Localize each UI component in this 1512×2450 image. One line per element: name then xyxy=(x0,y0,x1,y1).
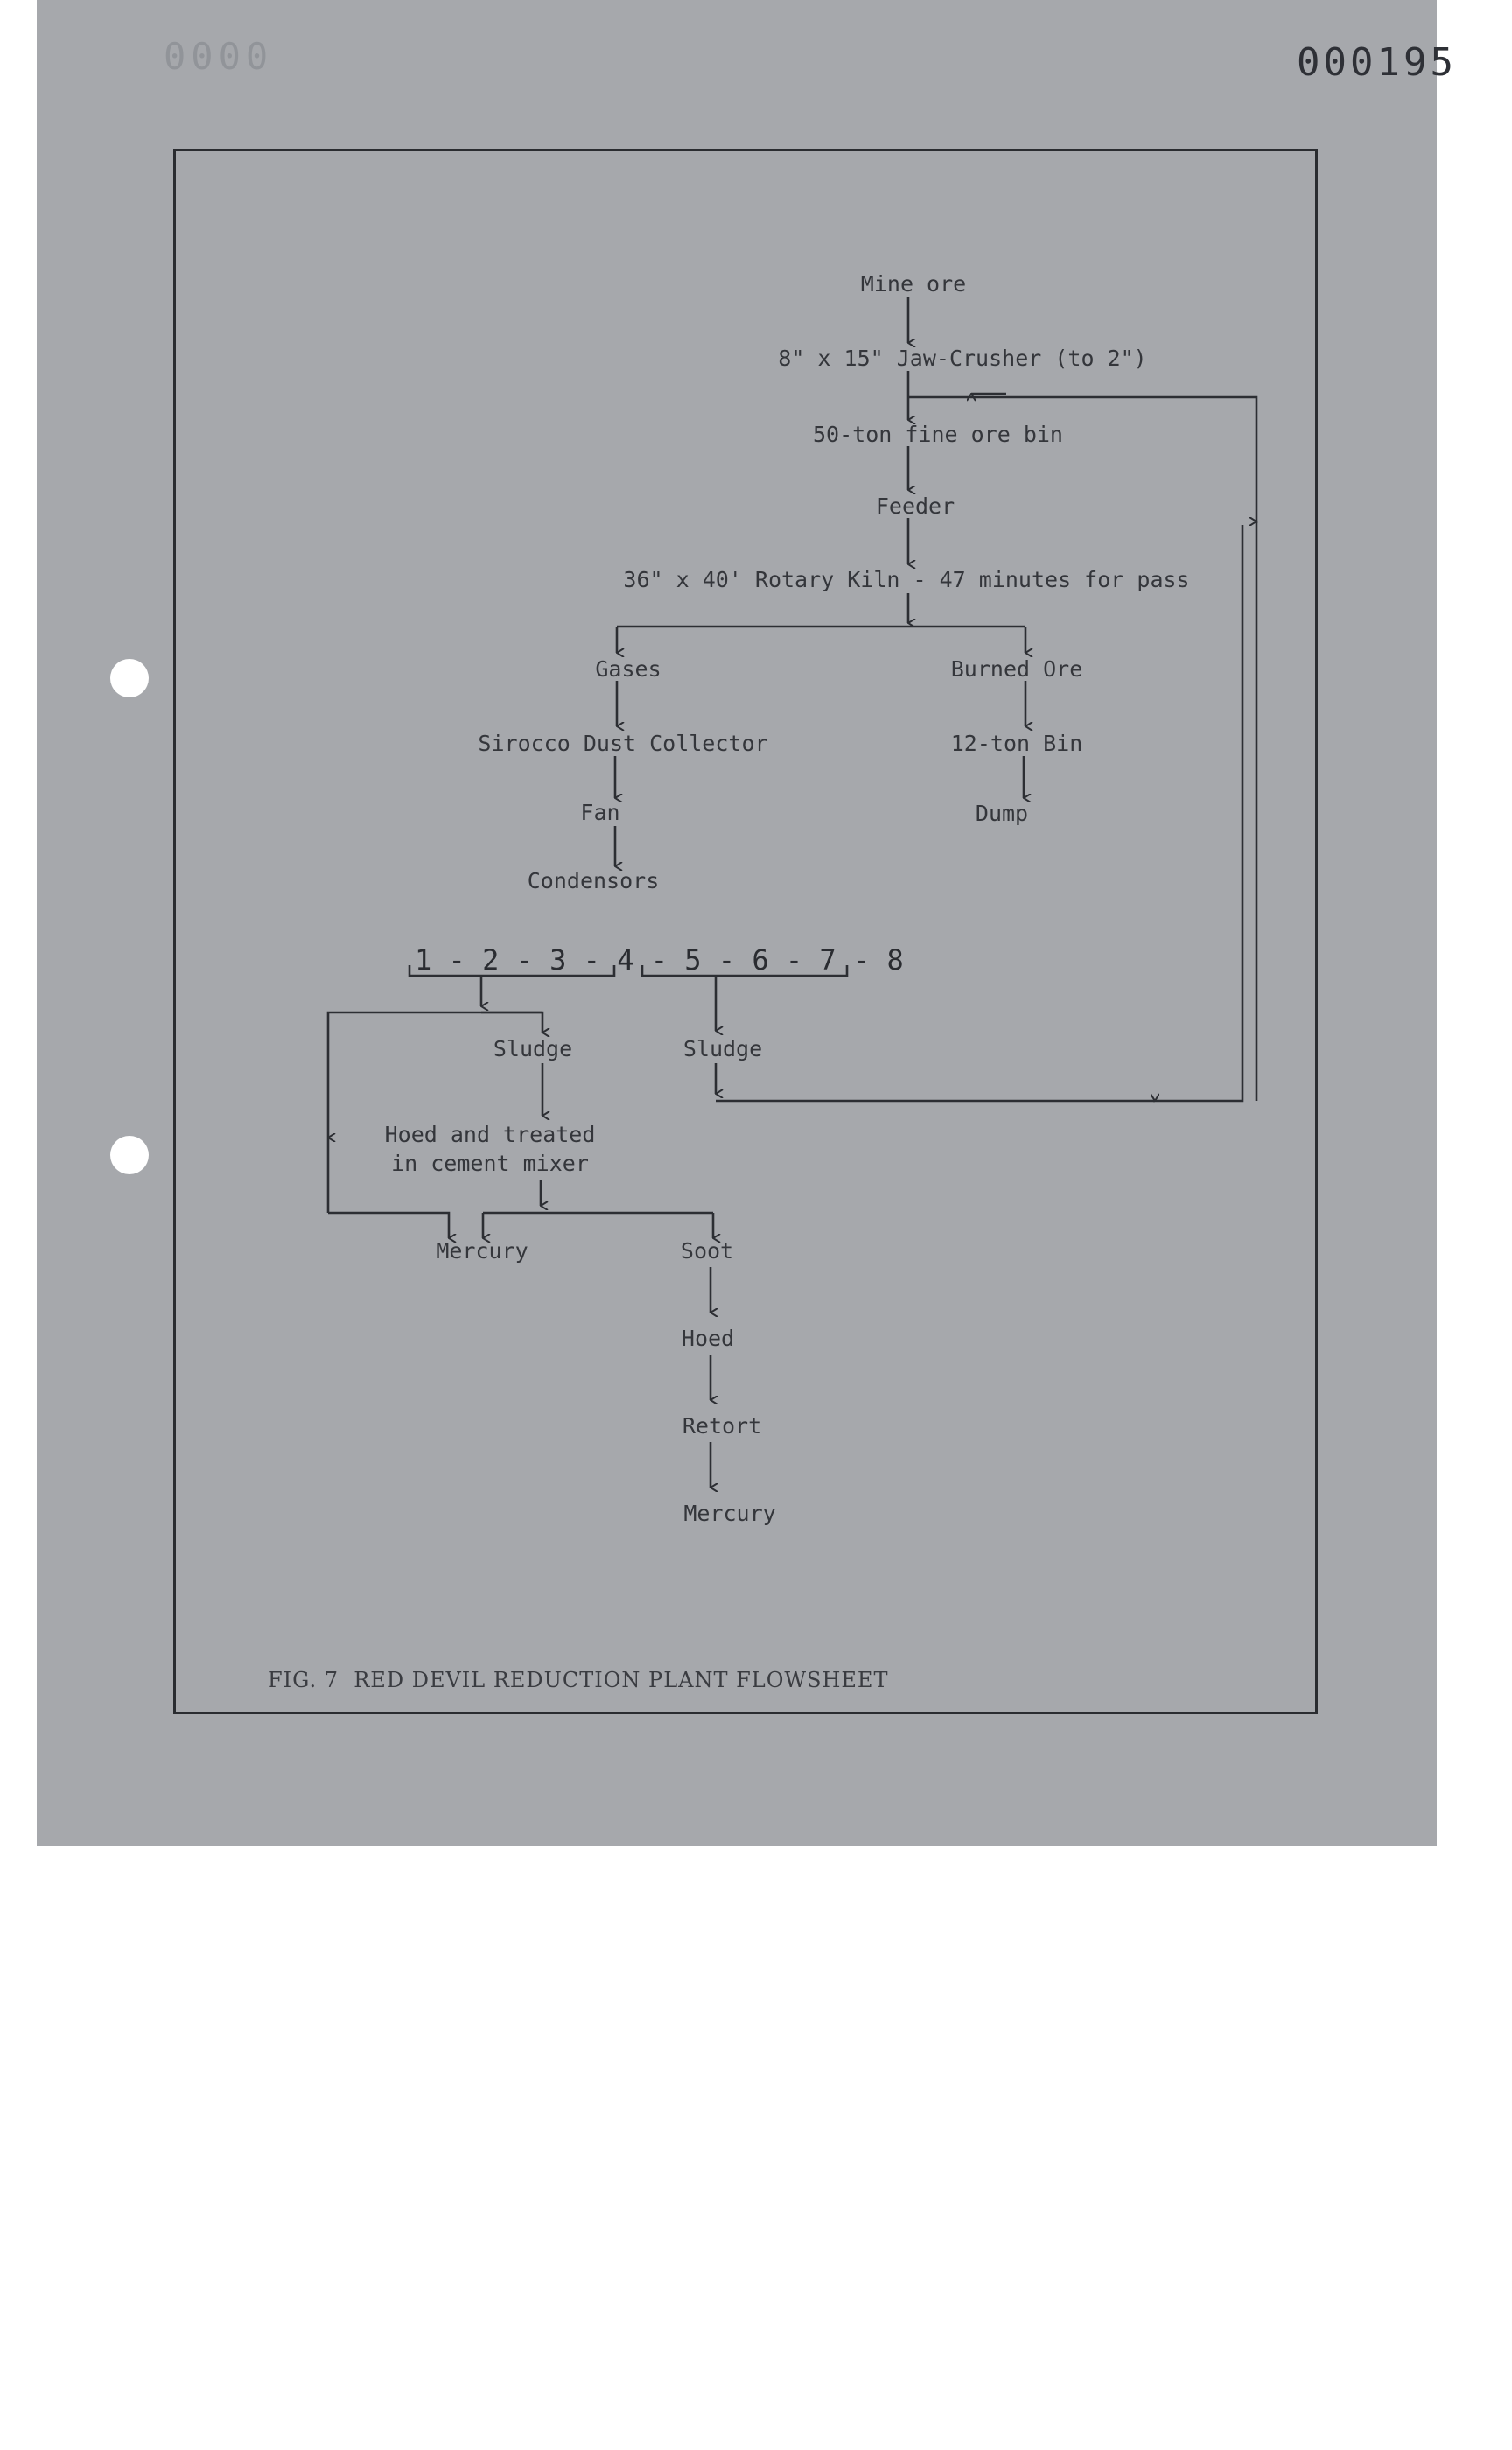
line-loop-left xyxy=(326,1011,542,1138)
node-mine-ore: Mine ore xyxy=(860,271,967,297)
node-rotary-kiln: 36" x 40' Rotary Kiln - 47 minutes for p… xyxy=(623,567,1190,592)
line-loop-left-to-mercury xyxy=(328,1211,449,1238)
punch-hole-bottom xyxy=(110,1136,149,1174)
node-feeder: Feeder xyxy=(875,494,956,519)
node-soot: Soot xyxy=(680,1238,734,1264)
node-ore-bin: 50-ton fine ore bin xyxy=(813,422,1063,447)
page-number: 000195 xyxy=(1297,40,1457,85)
node-retort: Retort xyxy=(682,1413,762,1438)
node-dust-collector: Sirocco Dust Collector xyxy=(478,731,768,756)
node-burned-ore: Burned Ore xyxy=(950,656,1083,682)
faint-stamp: 0000 xyxy=(164,35,274,78)
node-condensers: Condensors xyxy=(527,868,660,893)
diagram-frame xyxy=(173,149,1318,1714)
punch-hole-top xyxy=(110,659,149,697)
node-sludge-right: Sludge xyxy=(682,1036,763,1061)
condenser-bracket-left xyxy=(408,965,616,977)
node-dump: Dump xyxy=(975,801,1029,826)
line-return-right xyxy=(1153,525,1244,1102)
condenser-units: 1 - 2 - 3 - 4 - 5 - 6 - 7 - 8 xyxy=(415,943,904,976)
node-12-ton-bin: 12-ton Bin xyxy=(950,731,1083,756)
node-jaw-crusher: 8" x 15" Jaw-Crusher (to 2") xyxy=(778,346,1147,371)
node-mercury-left: Mercury xyxy=(436,1238,528,1264)
node-mercury-final: Mercury xyxy=(683,1501,776,1526)
document-sheet: 0000 000195 xyxy=(37,0,1453,1846)
figure-caption: FIG. 7 RED DEVIL REDUCTION PLANT FLOWSHE… xyxy=(268,1668,889,1692)
node-fan: Fan xyxy=(580,800,620,825)
node-gases: Gases xyxy=(595,656,662,682)
condenser-bracket-right xyxy=(640,965,849,977)
node-hoed: Hoed xyxy=(681,1326,735,1351)
node-hoed-treated: Hoed and treated in cement mixer xyxy=(384,1122,596,1176)
line-to-sludge-left xyxy=(481,1011,542,1032)
node-sludge-left: Sludge xyxy=(493,1036,573,1061)
line-return-top xyxy=(908,396,1258,523)
